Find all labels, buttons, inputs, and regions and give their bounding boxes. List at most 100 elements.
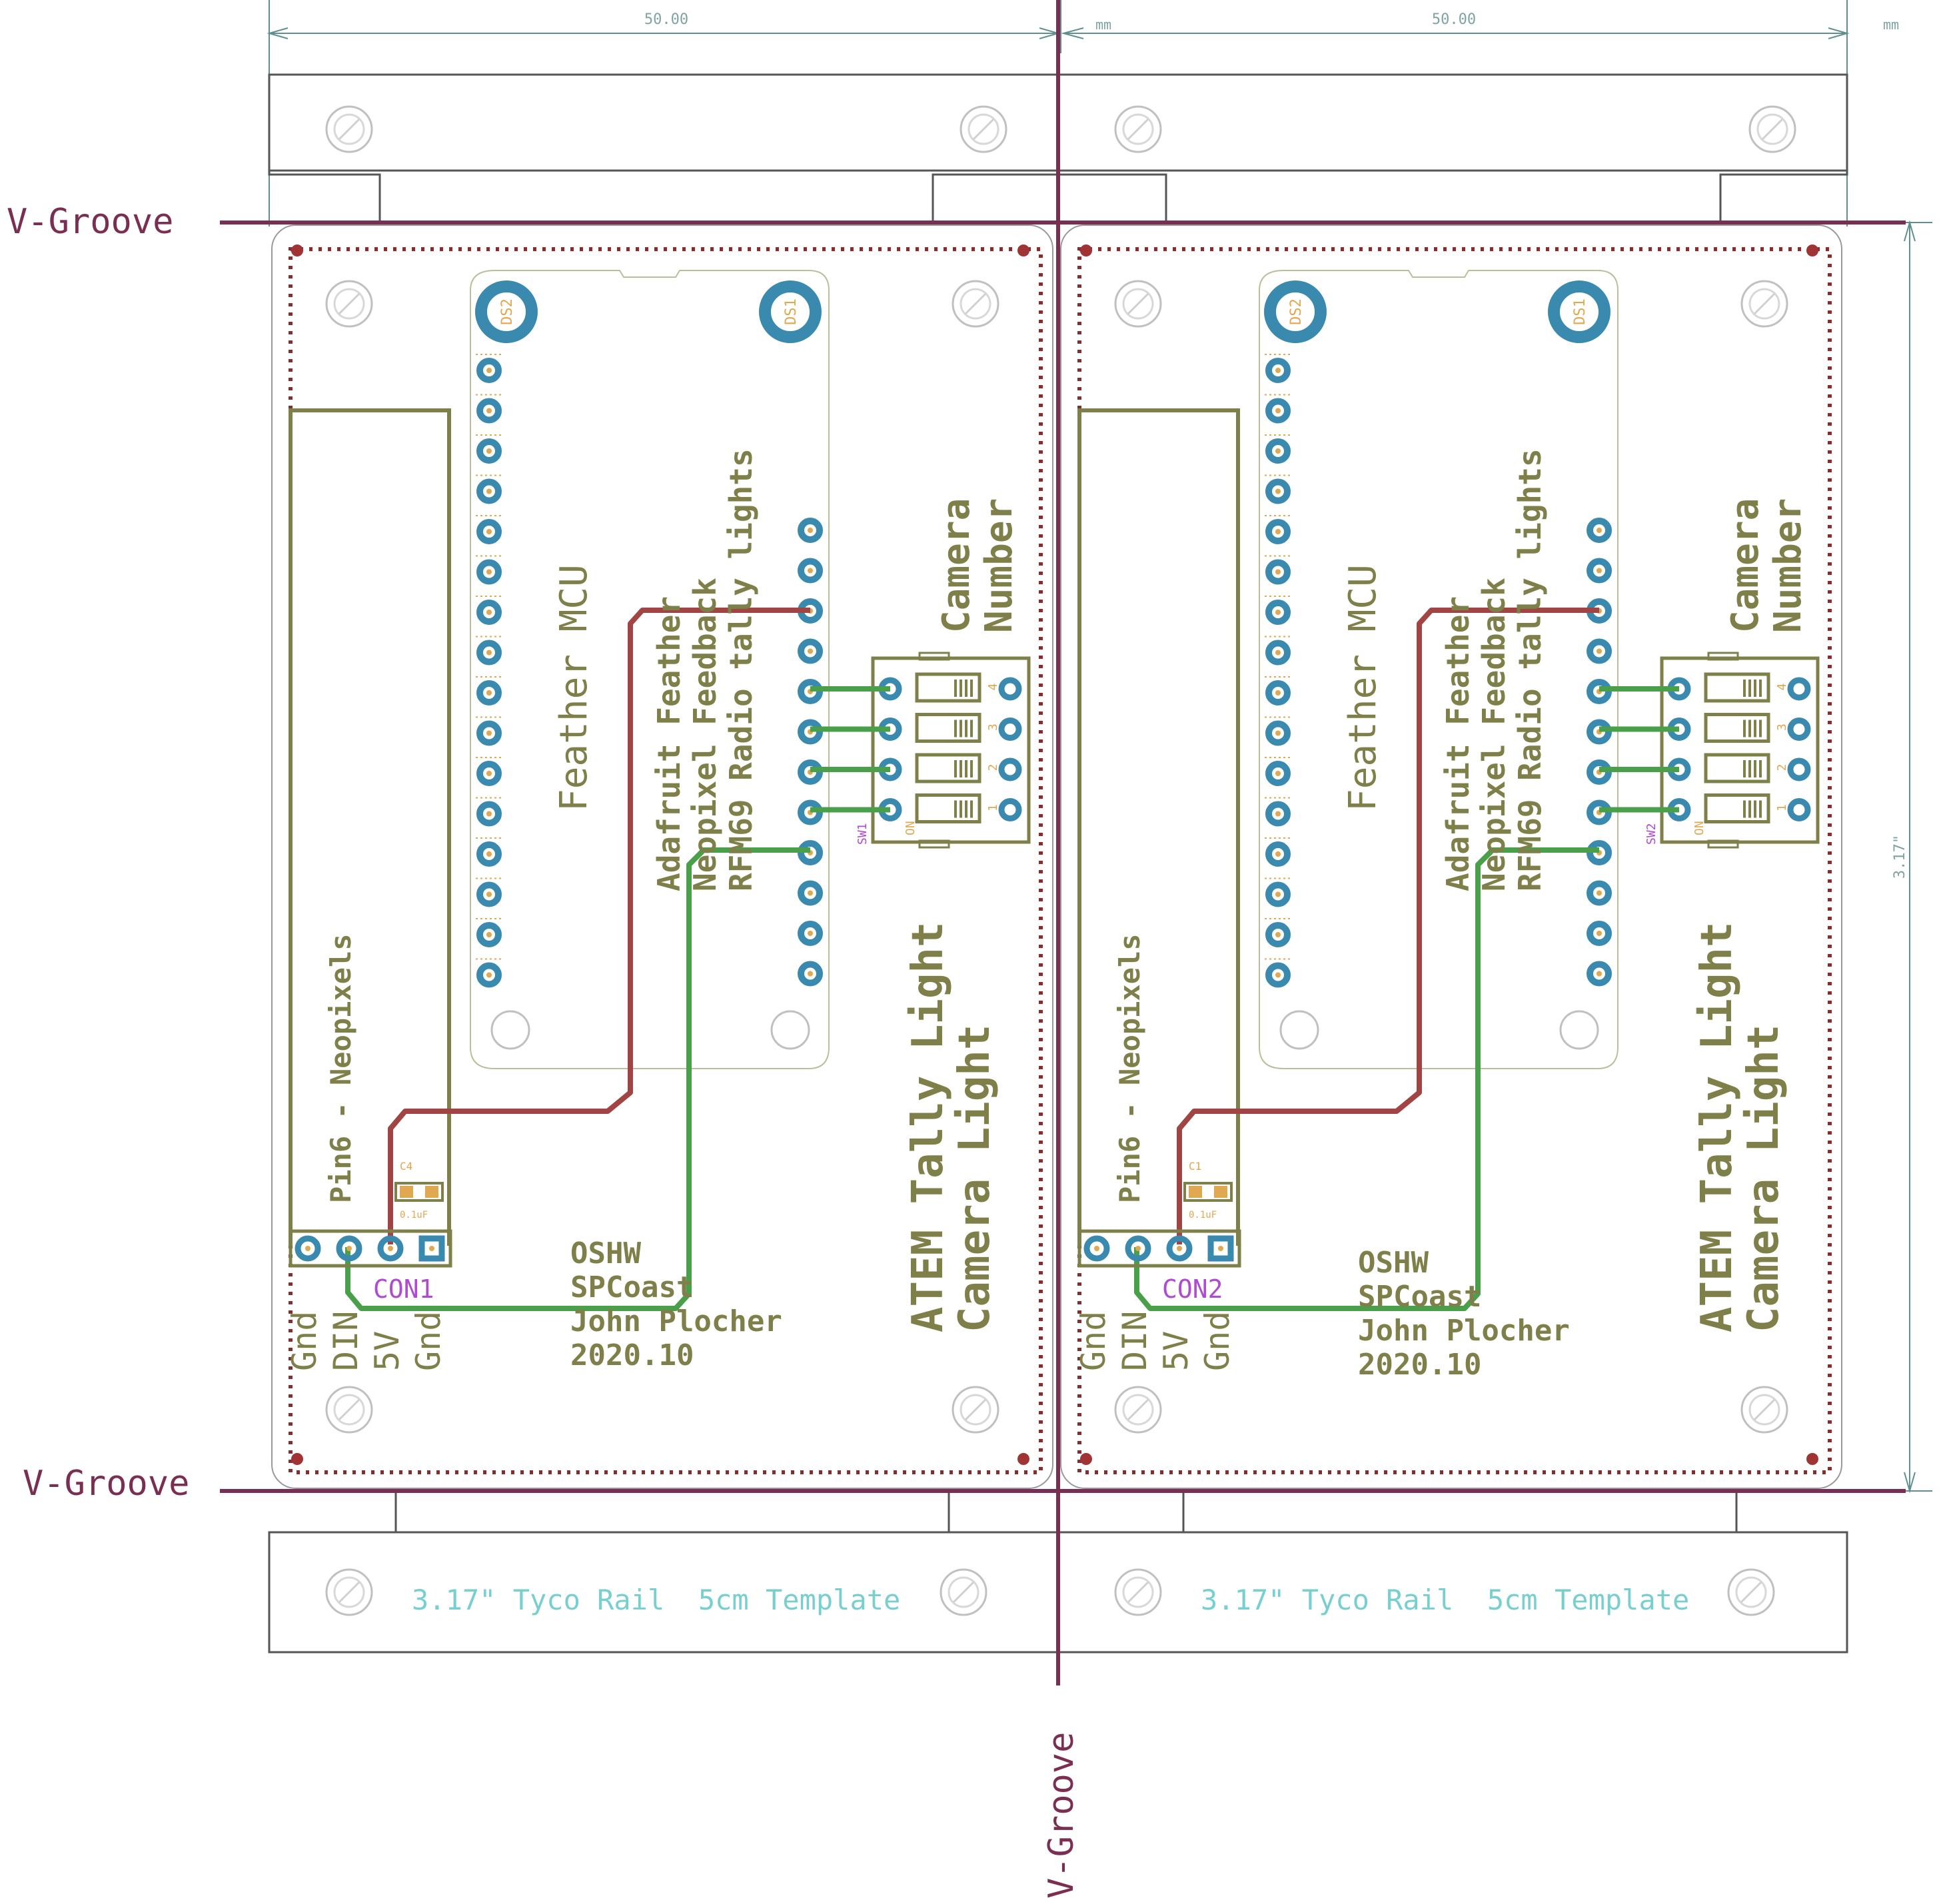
header-pad xyxy=(1265,720,1291,746)
connector-pin-label: Gnd xyxy=(1198,1311,1237,1371)
dim-unit-right: mm xyxy=(1883,17,1899,33)
header-pad xyxy=(476,559,502,585)
connector-pin-label: DIN xyxy=(1115,1311,1154,1371)
switch-pad xyxy=(1787,798,1811,821)
description-line-1: Adafruit Feather xyxy=(1440,596,1476,891)
dip-switch-lever xyxy=(1704,753,1770,783)
vgroove-lines xyxy=(220,0,1906,1685)
header-pad xyxy=(798,638,823,664)
neopixel-label: Pin6 - Neopixels xyxy=(324,933,357,1203)
header-pad xyxy=(1265,761,1291,786)
mounting-hole xyxy=(1740,280,1788,328)
switch-pad xyxy=(1787,717,1811,741)
credit-line-2: SPCoast xyxy=(1358,1280,1481,1314)
connector-pin-label: Gnd xyxy=(1074,1311,1113,1371)
copper-trace-bottom xyxy=(1134,847,1599,1311)
connector-pad xyxy=(1125,1235,1151,1262)
header-pad xyxy=(476,962,502,988)
vgroove-label-vertical: V-Groove xyxy=(1041,1732,1081,1899)
header-pad xyxy=(476,761,502,786)
dip-switch-lever xyxy=(1704,672,1770,703)
vgroove-label-bottom: V-Groove xyxy=(23,1464,189,1504)
header-pad xyxy=(476,720,502,746)
header-pad xyxy=(1265,398,1291,424)
capacitor-designator: C4 xyxy=(400,1160,412,1173)
switch-number: 2 xyxy=(1775,764,1789,771)
capacitor-value: 0.1uF xyxy=(400,1210,428,1220)
switch-pad xyxy=(998,798,1022,821)
credit-line-3: John Plocher xyxy=(570,1304,782,1338)
mounting-holes xyxy=(325,105,1796,1616)
board-title-line-2: Camera Light xyxy=(1739,1025,1788,1332)
mounting-hole xyxy=(940,1568,987,1616)
header-pad xyxy=(1587,638,1612,664)
mounting-hole xyxy=(325,1386,373,1434)
description-line-1: Adafruit Feather xyxy=(651,596,687,891)
mounting-hole xyxy=(1114,1386,1162,1434)
switch-pad xyxy=(1787,757,1811,781)
template-text-right: 3.17" Tyco Rail 5cm Template xyxy=(1201,1584,1689,1616)
credit-line-1: OSHW xyxy=(1358,1246,1429,1280)
dip-switch-lever xyxy=(915,713,981,743)
header-pad xyxy=(476,881,502,907)
description-line-2: Neopixel Feedback xyxy=(1476,578,1512,891)
board-title-line-1: ATEM Tally Light xyxy=(904,922,953,1333)
connector-designator: CON1 xyxy=(373,1274,434,1304)
camera-label-line-1: Camera xyxy=(1724,498,1767,633)
header-pad xyxy=(476,600,502,625)
connector-pad xyxy=(377,1235,404,1262)
connector-pad xyxy=(336,1235,362,1262)
header-pad xyxy=(1265,559,1291,585)
switch-number: 3 xyxy=(986,723,1000,731)
header-pad xyxy=(476,680,502,706)
switch-number: 1 xyxy=(1775,804,1789,811)
mounting-hole xyxy=(1727,1568,1775,1616)
vgroove-label-top: V-Groove xyxy=(7,202,173,242)
connector-pin-label: Gnd xyxy=(285,1311,324,1371)
header-pad xyxy=(1265,640,1291,666)
connector-pad xyxy=(1083,1235,1110,1262)
switch-pad xyxy=(998,717,1022,741)
mounting-hole xyxy=(325,280,373,328)
credit-line-4: 2020.10 xyxy=(570,1338,694,1372)
connector-pad xyxy=(1166,1235,1193,1262)
dip-switch-lever xyxy=(1704,793,1770,823)
dim-width-right: 50.00 xyxy=(1432,11,1476,28)
camera-label-line-1: Camera xyxy=(935,498,978,633)
switch-pad xyxy=(998,677,1022,701)
copper-trace-bottom xyxy=(345,847,810,1311)
mounting-hole xyxy=(1114,105,1162,153)
switch-number: 3 xyxy=(1775,723,1789,731)
header-pad xyxy=(1587,921,1612,946)
header-pad xyxy=(476,519,502,544)
header-pad xyxy=(798,921,823,946)
mcu-label: Feather MCU xyxy=(552,564,596,811)
header-pad xyxy=(1265,841,1291,867)
credit-line-4: 2020.10 xyxy=(1358,1348,1481,1382)
switch-designator: SW2 xyxy=(1644,823,1658,845)
capacitor-value: 0.1uF xyxy=(1189,1210,1217,1220)
header-pad xyxy=(476,640,502,666)
header-pad xyxy=(1265,680,1291,706)
header-pad xyxy=(1587,558,1612,584)
dim-height: 3.17" xyxy=(1892,835,1908,879)
header-pad xyxy=(1265,478,1291,504)
header-pad xyxy=(1265,438,1291,464)
header-pad xyxy=(476,398,502,424)
description-line-3: RFM69 Radio tally lights xyxy=(723,448,759,891)
mounting-hole xyxy=(1748,105,1796,153)
description-line-3: RFM69 Radio tally lights xyxy=(1512,448,1548,891)
dip-switch-lever xyxy=(915,672,981,703)
capacitor-designator: C1 xyxy=(1189,1160,1201,1173)
header-pad xyxy=(1587,880,1612,906)
switch-number: 1 xyxy=(986,804,1000,811)
header-pad xyxy=(1265,519,1291,544)
header-pad xyxy=(476,438,502,464)
header-pad xyxy=(1265,922,1291,947)
credit-line-2: SPCoast xyxy=(570,1270,694,1304)
dip-switch-lever xyxy=(915,793,981,823)
dip-switch-lever xyxy=(1704,713,1770,743)
switch-on-label: ON xyxy=(1692,821,1706,835)
switch-pad xyxy=(998,757,1022,781)
switch-pad xyxy=(1787,677,1811,701)
